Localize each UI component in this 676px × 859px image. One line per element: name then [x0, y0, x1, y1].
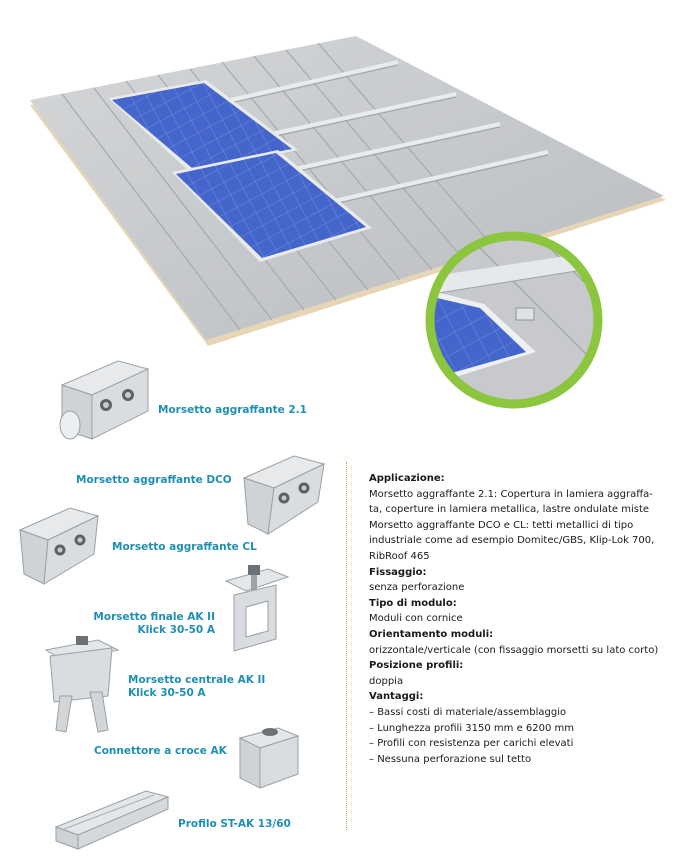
vantaggi-item: Bassi costi di materiale/assemblaggio	[369, 705, 669, 721]
label-morsetto-finale-ak: Morsetto finale AK II Klick 30-50 A	[90, 611, 215, 637]
applicazione-line: RibRoof 465	[369, 550, 430, 562]
column-divider	[346, 462, 347, 830]
morsetto-aggraffante-21-image	[59, 360, 150, 440]
applicazione-line: Morsetto aggraffante DCO e CL: tetti met…	[369, 519, 634, 531]
vantaggi-item: Nessuna perforazione sul tetto	[369, 752, 669, 768]
applicazione-line: industriale come ad esempio Domitec/GBS,…	[369, 535, 655, 547]
label-morsetto-centrale-ak-line1: Morsetto centrale AK II	[128, 674, 266, 686]
applicazione-line: ta, coperture in lamiera metallica, last…	[369, 504, 650, 516]
applicazione-line: Morsetto aggraffante 2.1: Copertura in l…	[369, 488, 653, 500]
label-morsetto-finale-ak-line2: Klick 30-50 A	[137, 624, 215, 636]
label-morsetto-centrale-ak: Morsetto centrale AK II Klick 30-50 A	[128, 674, 265, 700]
detail-zoom-circle	[425, 231, 603, 409]
tipo-modulo-value: Moduli con cornice	[369, 613, 463, 625]
label-morsetto-aggraffante-cl: Morsetto aggraffante CL	[112, 541, 257, 553]
label-profilo-st-ak: Profilo ST-AK 13/60	[178, 818, 291, 830]
applicazione-heading: Applicazione:	[369, 473, 445, 484]
posizione-heading: Posizione profili:	[369, 660, 464, 672]
posizione-value: doppia	[369, 675, 404, 687]
vantaggi-heading: Vantaggi:	[369, 691, 424, 703]
label-morsetto-aggraffante-21: Morsetto aggraffante 2.1	[158, 404, 307, 416]
connettore-croce-ak-image	[238, 727, 300, 789]
vantaggi-item: Lunghezza profili 3150 mm e 6200 mm	[369, 721, 669, 737]
vantaggi-item: Profili con resistenza per carichi eleva…	[369, 736, 669, 752]
tipo-modulo-heading: Tipo di modulo:	[369, 597, 457, 609]
morsetto-aggraffante-dco-image	[242, 455, 326, 535]
label-morsetto-aggraffante-dco: Morsetto aggraffante DCO	[76, 474, 232, 486]
orientamento-heading: Orientamento moduli:	[369, 628, 494, 640]
morsetto-aggraffante-cl-image	[18, 507, 100, 585]
label-connettore-croce-ak: Connettore a croce AK	[94, 745, 227, 757]
roof-illustration	[30, 36, 666, 346]
info-panel: Applicazione: Morsetto aggraffante 2.1: …	[369, 471, 669, 767]
fissaggio-value: senza perforazione	[369, 582, 465, 594]
morsetto-centrale-ak-image	[44, 636, 120, 733]
morsetto-finale-ak-image	[224, 565, 290, 652]
fissaggio-heading: Fissaggio:	[369, 566, 427, 578]
label-morsetto-finale-ak-line1: Morsetto finale AK II	[93, 611, 215, 623]
label-morsetto-centrale-ak-line2: Klick 30-50 A	[128, 687, 206, 699]
profilo-st-ak-image	[54, 790, 170, 850]
orientamento-value: orizzontale/verticale (con fissaggio mor…	[369, 644, 659, 656]
